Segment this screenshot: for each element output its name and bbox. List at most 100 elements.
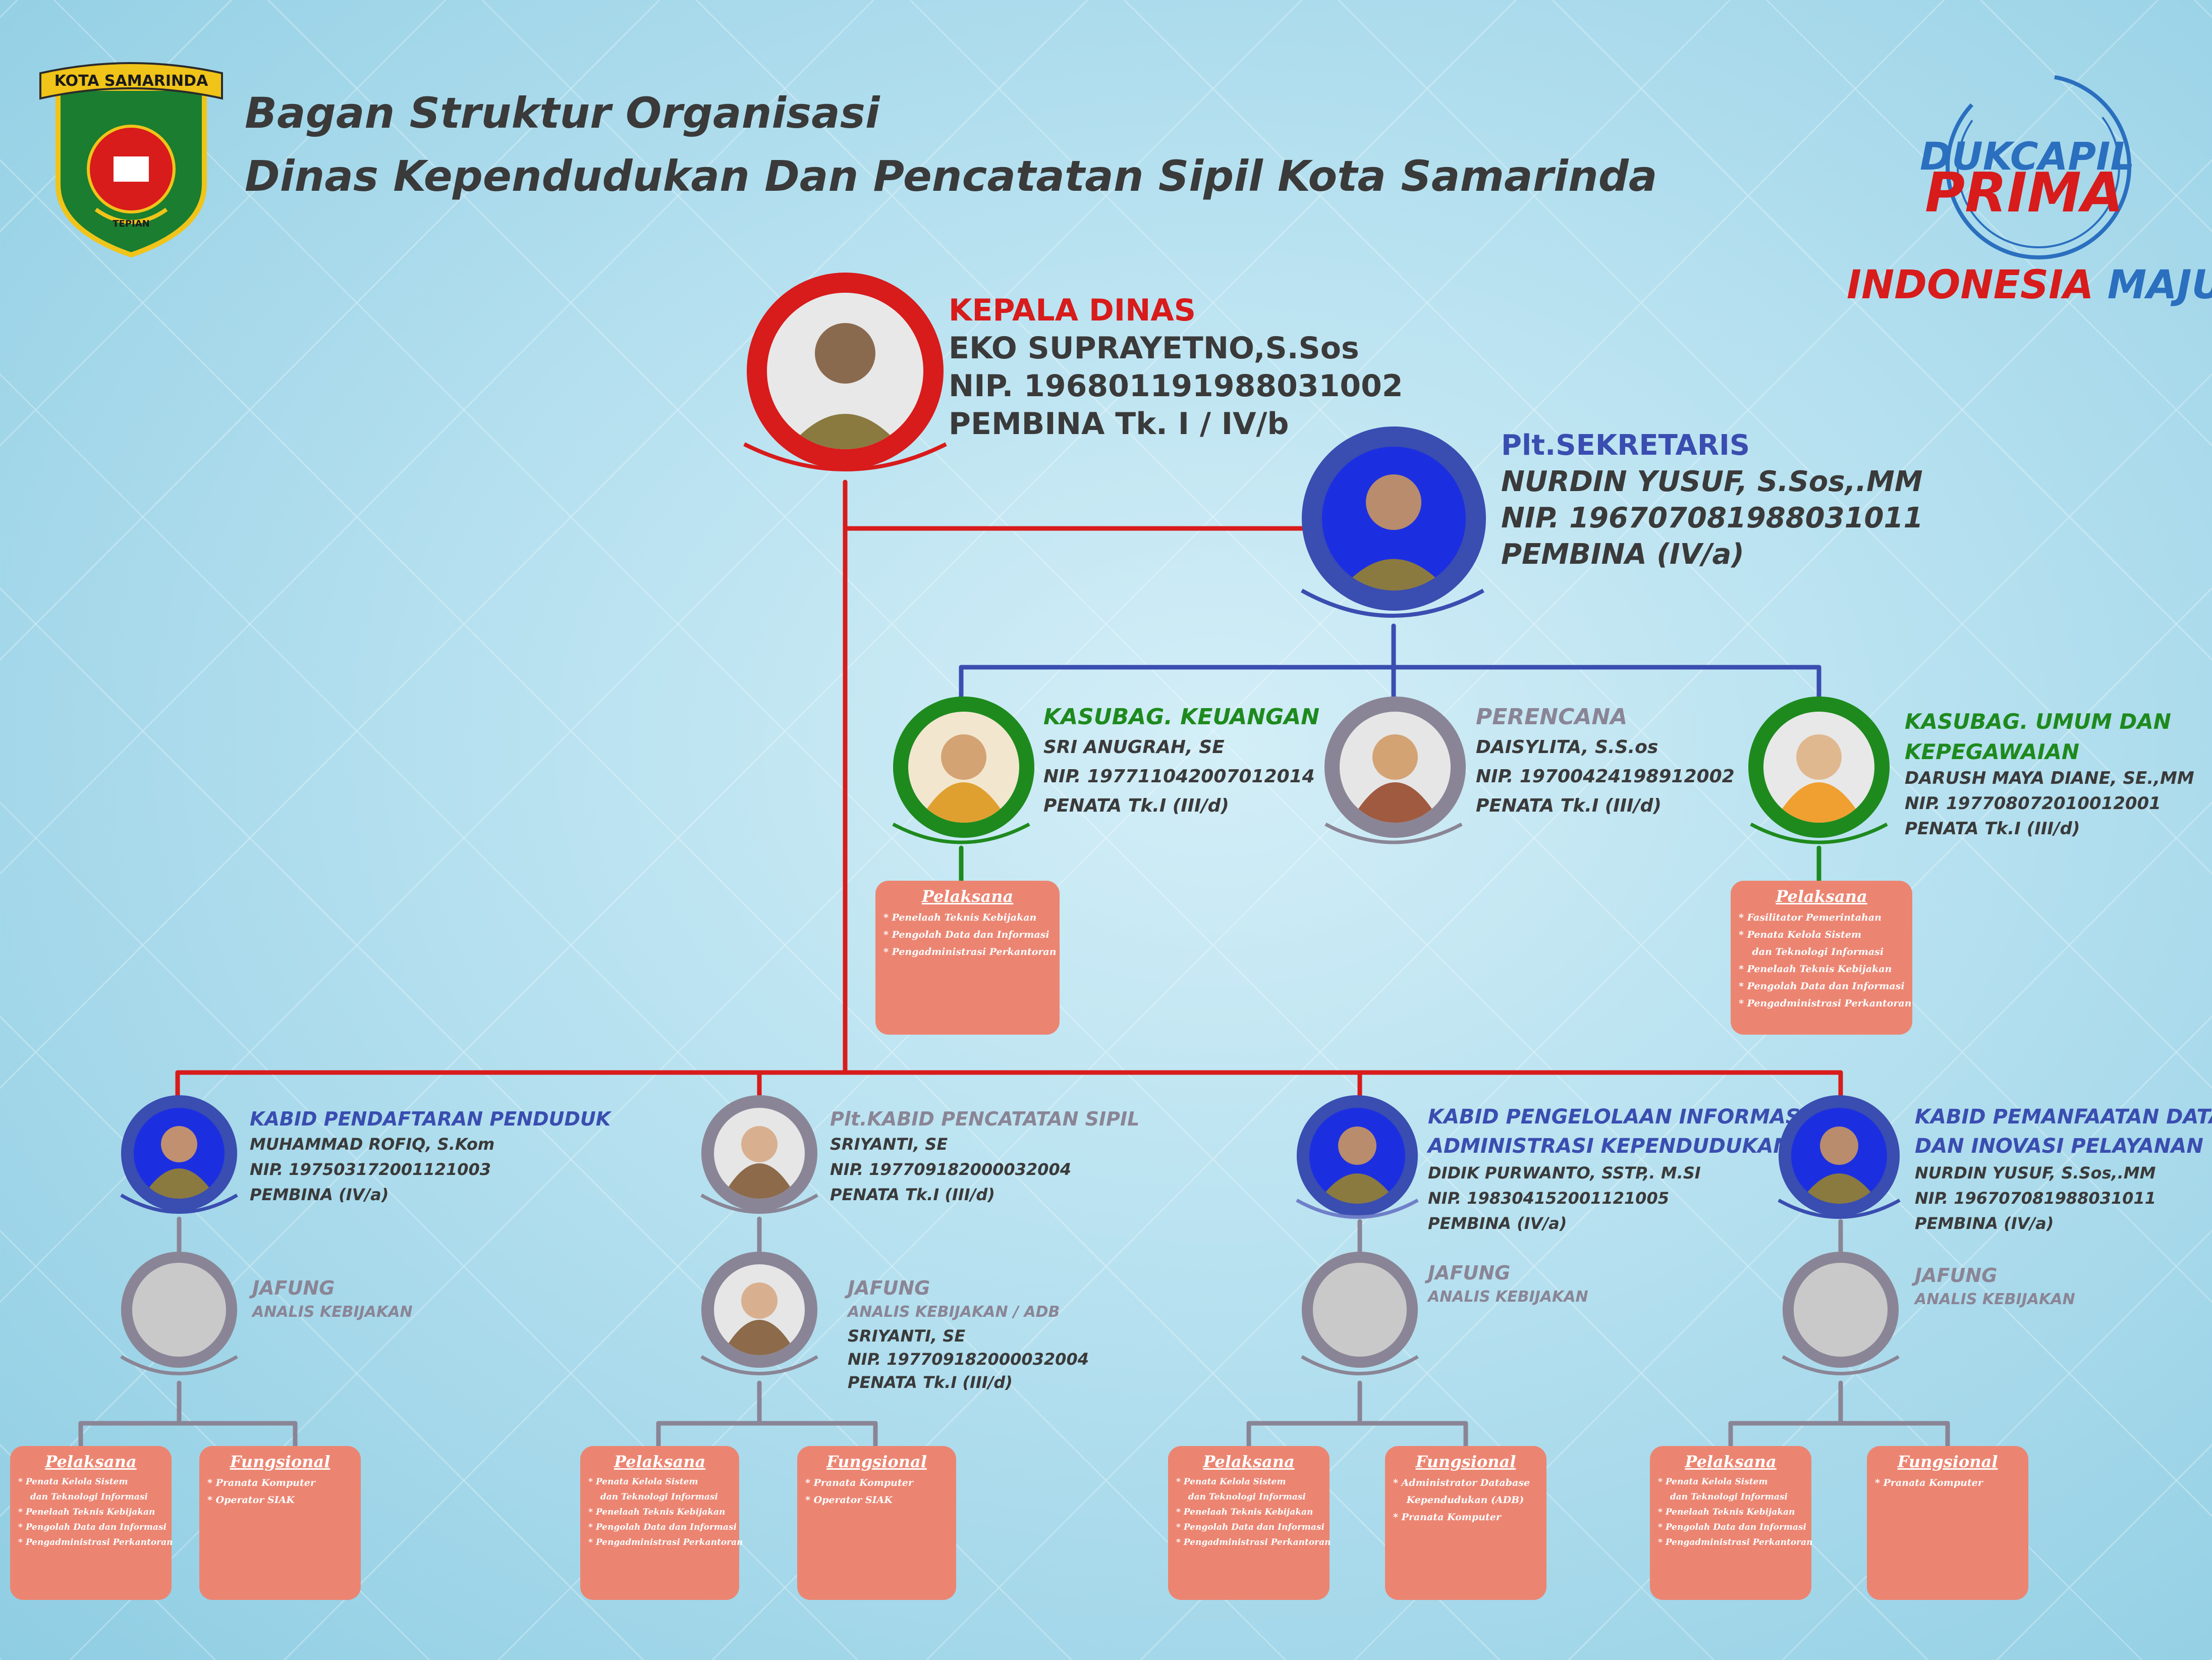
person-portrait-icon (1317, 1127, 1398, 1204)
kabid2-jafung-label: JAFUNG (848, 1277, 930, 1299)
list-item: Pengolah Data dan Informasi (18, 1520, 167, 1535)
list-item: Penelaah Teknis Kebijakan (883, 909, 1052, 926)
kabid3-photo (1309, 1108, 1405, 1204)
list-item: Pranata Komputer (805, 1474, 948, 1491)
kepala-nip: NIP. 196801191988031002 (949, 368, 1403, 404)
logo-dukcapil-text: DUKCAPIL (1920, 134, 2135, 179)
kabid2-fungsional-box: Fungsional Pranata Komputer Operator SIA… (797, 1446, 956, 1600)
list-item: Pengadministrasi Perkantoran (883, 943, 1057, 960)
kabid1-fungsional-box: Fungsional Pranata Komputer Operator SIA… (199, 1446, 361, 1600)
list-item: Penata Kelola Sistem (18, 1474, 163, 1489)
kabid1-pelaksana-box: Pelaksana Penata Kelola Sistem dan Tekno… (10, 1446, 173, 1600)
kabid4-role-line-2: DAN INOVASI PELAYANAN (1915, 1135, 2203, 1158)
person-portrait-icon (1340, 474, 1448, 591)
kabid4-name: NURDIN YUSUF, S.Sos,.MM (1915, 1163, 2156, 1183)
list-item: Kependudukan (ADB) (1406, 1494, 1524, 1506)
kabid3-pelaksana-box: Pelaksana Penata Kelola Sistem dan Tekno… (1168, 1446, 1331, 1600)
pelaksana-list: Fasilitator Pemerintahan Penata Kelola S… (1739, 909, 1912, 1012)
list-item: Pengolah Data dan Informasi (883, 926, 1052, 943)
kabid1-jafung-arc-icon (120, 1355, 238, 1375)
tagline-indonesia: INDONESIA (1847, 262, 2094, 308)
umum-photo (1763, 712, 1874, 823)
list-item: Penelaah Teknis Kebijakan (1176, 1505, 1321, 1520)
perencana-rank: PENATA Tk.I (III/d) (1476, 795, 1662, 816)
kabid1-jafung-label: JAFUNG (252, 1277, 335, 1299)
umum-rank: PENATA Tk.I (III/d) (1905, 819, 2080, 839)
keuangan-pelaksana-box: Pelaksana Penelaah Teknis Kebijakan Peng… (875, 881, 1060, 1035)
pelaksana-list: Penata Kelola Sistem dan Teknologi Infor… (1176, 1474, 1331, 1550)
list-item: Pranata Komputer (207, 1474, 353, 1491)
list-item: Penata Kelola Sistem (1658, 1474, 1803, 1489)
tagline-maju: MAJU (2107, 262, 2212, 308)
kabid3-name: DIDIK PURWANTO, SSTP,. M.SI (1428, 1163, 1701, 1183)
keuangan-nip: NIP. 197711042007012014 (1043, 766, 1315, 787)
kabid4-jafung-sub: ANALIS KEBIJAKAN (1915, 1291, 2075, 1308)
box-title: Pelaksana (45, 1452, 137, 1471)
kepala-arc-icon (743, 442, 947, 471)
list-item: Penelaah Teknis Kebijakan (18, 1505, 163, 1520)
box-title: Pelaksana (614, 1452, 706, 1471)
list-item: Pengolah Data dan Informasi (1176, 1520, 1324, 1535)
person-portrait-icon (787, 323, 903, 449)
umum-nip: NIP. 197708072010012001 (1905, 793, 2161, 814)
box-title: Pelaksana (1685, 1452, 1777, 1471)
kabid2-jafung-photo (714, 1264, 805, 1355)
kabid2-jafung-sub: ANALIS KEBIJAKAN / ADB (848, 1303, 1060, 1321)
box-title: Fungsional (230, 1452, 330, 1471)
kepala-photo (767, 293, 923, 449)
person-portrait-icon (141, 1126, 217, 1199)
kabid3-jafung-photo-empty (1313, 1263, 1407, 1357)
box-title: Fungsional (826, 1452, 927, 1471)
kabid2-jafung-name: SRIYANTI, SE (848, 1326, 966, 1346)
umum-role-line-1: KASUBAG. UMUM DAN (1905, 709, 2171, 734)
kabid1-jafung-sub: ANALIS KEBIJAKAN (252, 1303, 413, 1321)
box-title: Pelaksana (921, 887, 1014, 906)
box-title: Pelaksana (1776, 887, 1867, 906)
kota-samarinda-logo: KOTA SAMARINDA TEPIAN (30, 58, 232, 260)
pelaksana-list: Penata Kelola Sistem dan Teknologi Infor… (1658, 1474, 1813, 1550)
logo-top-text: KOTA SAMARINDA (54, 72, 208, 90)
list-item: Pengolah Data dan Informasi (1658, 1520, 1806, 1535)
list-item: Penelaah Teknis Kebijakan (588, 1505, 731, 1520)
kabid1-role: KABID PENDAFTARAN PENDUDUK (250, 1108, 611, 1130)
list-item: Pranata Komputer (1875, 1474, 2020, 1491)
kabid4-pelaksana-box: Pelaksana Penata Kelola Sistem dan Tekno… (1650, 1446, 1813, 1600)
keuangan-photo (908, 712, 1019, 823)
kabid4-fungsional-box: Fungsional Pranata Komputer (1867, 1446, 2028, 1600)
kabid3-rank: PEMBINA (IV/a) (1428, 1214, 1567, 1233)
perencana-photo (1340, 712, 1451, 823)
dukcapil-prima-logo: DUKCAPIL PRIMA INDONESIA MAJU (1837, 66, 2212, 318)
person-portrait-icon (918, 734, 1009, 823)
kabid4-rank: PEMBINA (IV/a) (1915, 1214, 2054, 1233)
kabid4-jafung-photo-empty (1794, 1263, 1888, 1357)
perencana-nip: NIP. 19700424198912002 (1476, 766, 1735, 787)
kabid1-arc-icon (120, 1193, 238, 1214)
kabid2-jafung-arc-icon (700, 1355, 818, 1375)
list-item: Pengadministrasi Perkantoran (588, 1535, 743, 1550)
logo-tagline: INDONESIA MAJU (1847, 262, 2212, 308)
person-portrait-icon (1350, 734, 1441, 823)
list-item: Pengadministrasi Perkantoran (1739, 995, 1912, 1012)
box-title: Fungsional (1415, 1452, 1516, 1471)
list-item: Pengadministrasi Perkantoran (18, 1535, 173, 1550)
pelaksana-list: Penelaah Teknis Kebijakan Pengolah Data … (883, 909, 1057, 960)
list-item: Operator SIAK (805, 1491, 948, 1509)
kabid3-jafung-label: JAFUNG (1428, 1262, 1511, 1284)
kabid3-fungsional-box: Fungsional Administrator Database Kepend… (1385, 1446, 1546, 1600)
kabid3-role-line-1: KABID PENGELOLAAN INFORMASI (1428, 1105, 1808, 1129)
kabid2-jafung-nip: NIP. 197709182000032004 (848, 1350, 1089, 1369)
title-line-1: Bagan Struktur Organisasi (245, 88, 880, 138)
list-item: Penata Kelola Sistem (588, 1474, 731, 1489)
keuangan-arc-icon (892, 822, 1030, 844)
list-item: dan Teknologi Informasi (1752, 946, 1884, 957)
kabid2-name: SRIYANTI, SE (830, 1135, 948, 1154)
list-item: dan Teknologi Informasi (600, 1492, 718, 1502)
kepala-rank: PEMBINA Tk. I / IV/b (949, 406, 1289, 442)
perencana-arc-icon (1324, 822, 1463, 844)
person-portrait-icon (1774, 734, 1864, 823)
list-item: Pengolah Data dan Informasi (1739, 978, 1905, 995)
kabid2-jafung-rank: PENATA Tk.I (III/d) (848, 1373, 1013, 1392)
kabid1-rank: PEMBINA (IV/a) (250, 1185, 389, 1204)
list-item: Penata Kelola Sistem (1176, 1474, 1321, 1489)
